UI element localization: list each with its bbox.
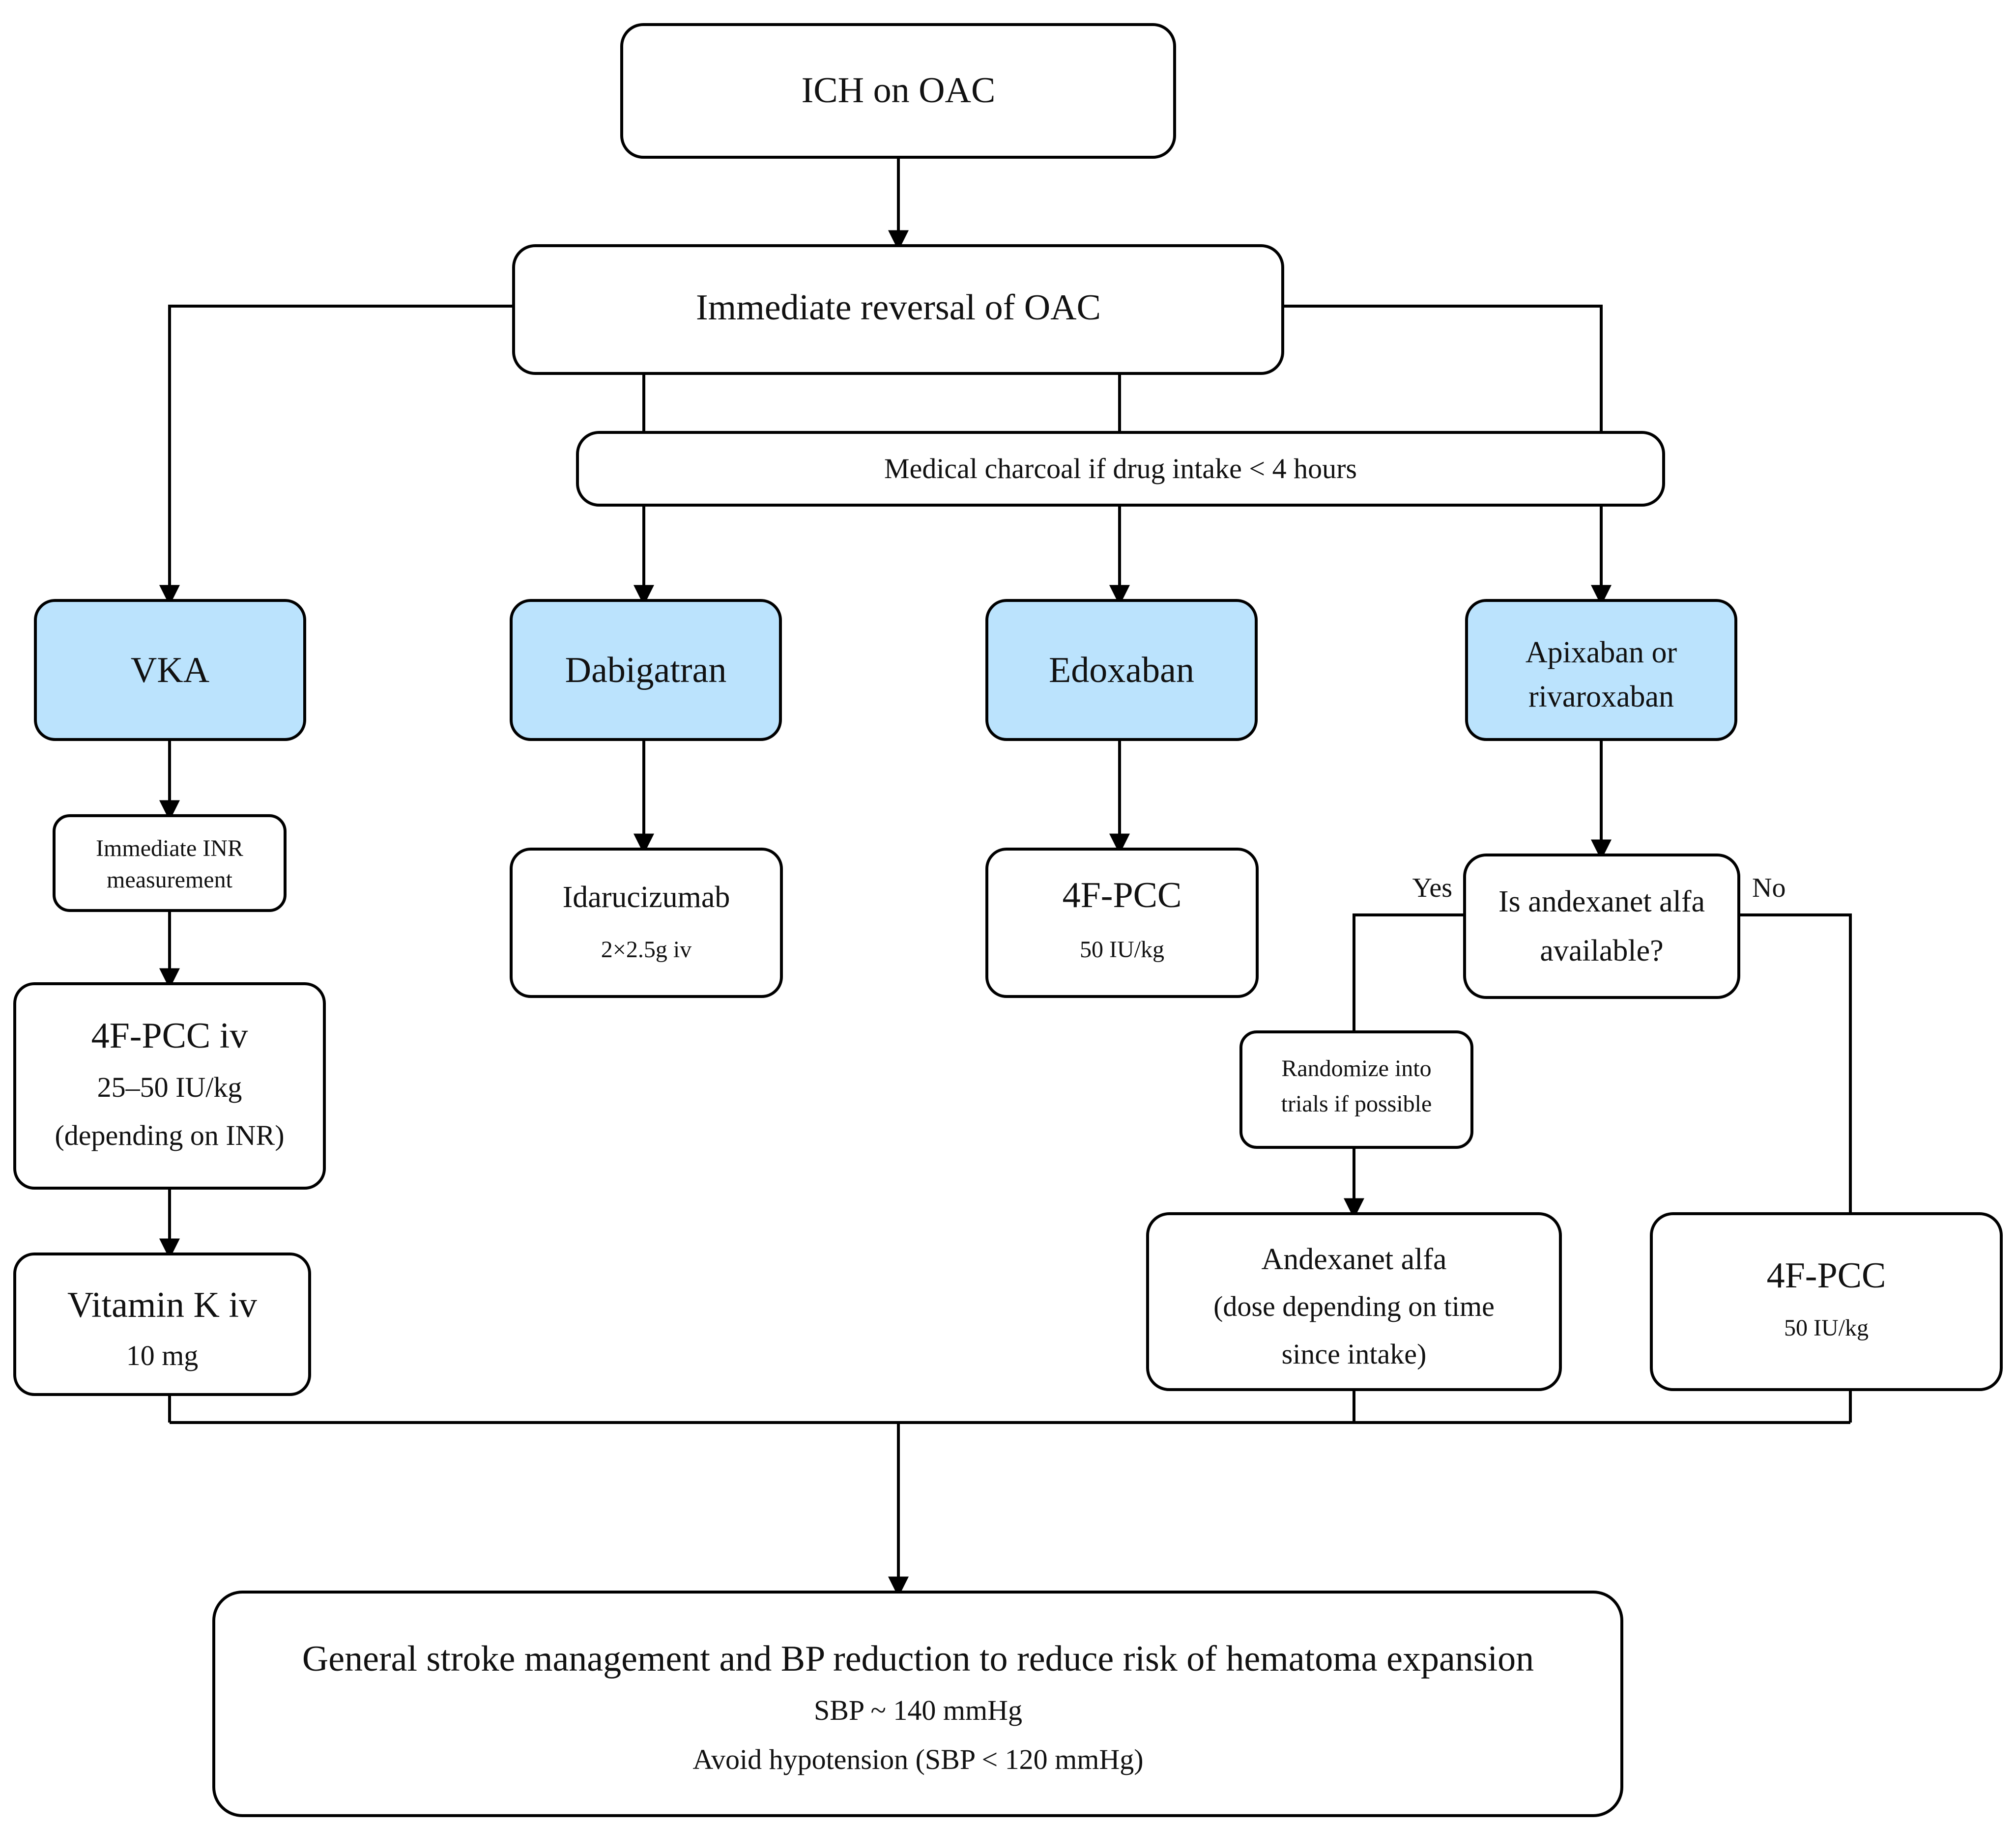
node-ich-on-oac-label: ICH on OAC	[802, 70, 996, 111]
node-medical-charcoal-label: Medical charcoal if drug intake < 4 hour…	[884, 453, 1357, 484]
node-pcc-no-andexanet-dose: 50 IU/kg	[1784, 1315, 1869, 1341]
node-andexanet-alfa-note2: since intake)	[1282, 1338, 1427, 1370]
node-andexanet-available-line2: available?	[1540, 934, 1663, 968]
node-andexanet-alfa-label: Andexanet alfa	[1262, 1243, 1447, 1276]
edge-reversal-to-vka	[159, 305, 514, 606]
node-ich-on-oac[interactable]	[620, 23, 1176, 159]
node-idarucizumab[interactable]	[510, 848, 783, 998]
node-vka[interactable]	[34, 599, 306, 741]
node-edoxaban-label: Edoxaban	[1049, 650, 1194, 690]
node-andexanet-alfa-note1: (dose depending on time	[1213, 1290, 1495, 1322]
node-dabigatran-label: Dabigatran	[565, 650, 727, 690]
node-vitamin-k-label: Vitamin K iv	[67, 1285, 257, 1325]
node-apixaban-rivaroxaban-label-line1: Apixaban or	[1526, 636, 1677, 669]
node-inr-measurement-line2: measurement	[107, 867, 233, 893]
node-pcc-edoxaban[interactable]	[985, 848, 1259, 998]
edge-decision-yes	[1353, 913, 1465, 1032]
node-general-management-label: General stroke management and BP reducti…	[302, 1639, 1534, 1679]
node-pcc-no-andexanet-label: 4F-PCC	[1767, 1255, 1886, 1296]
node-randomize-line1: Randomize into	[1281, 1055, 1431, 1082]
node-immediate-reversal-label: Immediate reversal of OAC	[696, 287, 1101, 328]
node-general-management-detail1: SBP ~ 140 mmHg	[814, 1694, 1022, 1726]
node-vka-label: VKA	[131, 650, 209, 690]
node-apixaban-rivaroxaban[interactable]	[1465, 599, 1737, 741]
node-immediate-reversal[interactable]	[512, 244, 1284, 375]
node-general-management-detail2: Avoid hypotension (SBP < 120 mmHg)	[692, 1743, 1143, 1775]
node-pcc-iv-note: (depending on INR)	[55, 1119, 284, 1151]
node-vitamin-k-dose: 10 mg	[126, 1339, 199, 1371]
node-general-management[interactable]	[212, 1591, 1623, 1817]
node-pcc-edoxaban-label: 4F-PCC	[1063, 875, 1182, 915]
node-dabigatran[interactable]	[510, 599, 782, 741]
node-pcc-no-andexanet[interactable]	[1650, 1212, 2003, 1391]
node-idarucizumab-label: Idarucizumab	[563, 881, 730, 914]
node-inr-measurement[interactable]	[53, 814, 287, 912]
node-randomize-line2: trials if possible	[1281, 1091, 1432, 1117]
node-pcc-iv-dose: 25–50 IU/kg	[97, 1071, 242, 1103]
node-inr-measurement-line1: Immediate INR	[96, 835, 243, 861]
node-pcc-iv[interactable]	[13, 982, 326, 1190]
node-andexanet-alfa[interactable]	[1146, 1212, 1562, 1391]
node-medical-charcoal[interactable]	[576, 431, 1665, 507]
node-randomize[interactable]	[1239, 1030, 1473, 1149]
node-idarucizumab-dose: 2×2.5g iv	[601, 937, 691, 963]
node-pcc-edoxaban-dose: 50 IU/kg	[1080, 937, 1164, 963]
node-andexanet-available-line1: Is andexanet alfa	[1498, 885, 1705, 918]
node-apixaban-rivaroxaban-label-line2: rivaroxaban	[1528, 680, 1674, 713]
node-edoxaban[interactable]	[985, 599, 1258, 741]
node-vitamin-k[interactable]	[13, 1253, 311, 1396]
edge-label-no: No	[1752, 873, 1786, 903]
node-andexanet-available[interactable]	[1463, 854, 1740, 999]
node-pcc-iv-label: 4F-PCC iv	[91, 1016, 248, 1056]
edge-label-yes: Yes	[1412, 873, 1452, 903]
